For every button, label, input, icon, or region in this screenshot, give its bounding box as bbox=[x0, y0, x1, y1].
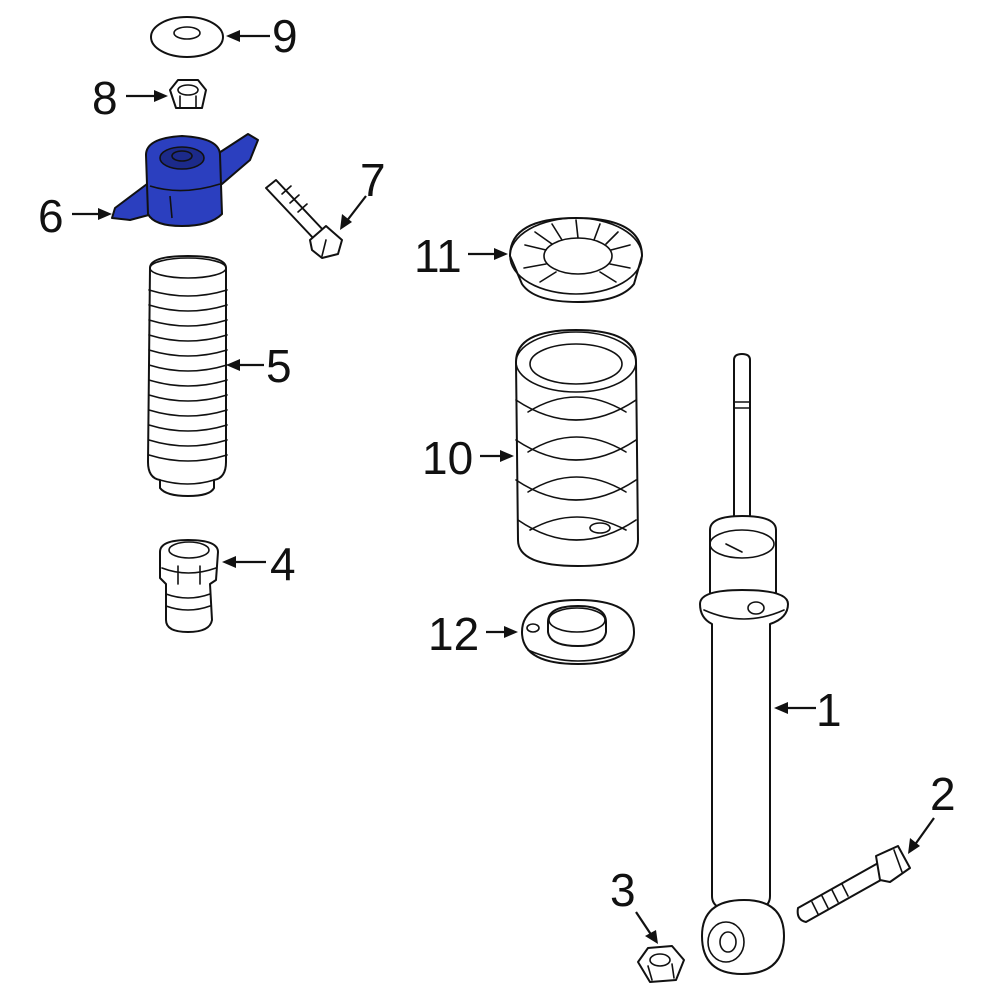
callout-2: 2 bbox=[930, 768, 956, 820]
part-1-shock-absorber[interactable] bbox=[699, 353, 789, 975]
callout-3: 3 bbox=[610, 864, 636, 916]
callout-8: 8 bbox=[92, 72, 118, 124]
part-11-upper-spring-seat[interactable] bbox=[509, 217, 643, 303]
part-8-nut[interactable] bbox=[169, 79, 207, 109]
callout-leaders bbox=[72, 30, 935, 944]
part-5-dust-boot[interactable] bbox=[147, 255, 228, 497]
part-12-lower-spring-seat[interactable] bbox=[521, 599, 635, 665]
part-6-strut-mount[interactable] bbox=[111, 133, 259, 227]
part-3-nut[interactable] bbox=[637, 945, 685, 983]
callout-6: 6 bbox=[38, 190, 64, 242]
callout-labels: 9 8 6 7 5 4 11 10 12 1 2 3 bbox=[38, 10, 956, 916]
part-7-bolt[interactable] bbox=[265, 179, 343, 259]
callout-11: 11 bbox=[414, 230, 462, 282]
callout-7: 7 bbox=[360, 154, 386, 206]
callout-12: 12 bbox=[428, 608, 479, 660]
part-9-washer[interactable] bbox=[150, 16, 224, 58]
callout-10: 10 bbox=[422, 432, 473, 484]
callout-5: 5 bbox=[266, 340, 292, 392]
callout-1: 1 bbox=[816, 684, 842, 736]
callout-4: 4 bbox=[270, 538, 296, 590]
part-4-bump-stop[interactable] bbox=[159, 539, 219, 633]
part-2-bolt[interactable] bbox=[796, 845, 911, 923]
part-10-coil-spring[interactable] bbox=[515, 329, 639, 567]
callout-9: 9 bbox=[272, 10, 298, 62]
